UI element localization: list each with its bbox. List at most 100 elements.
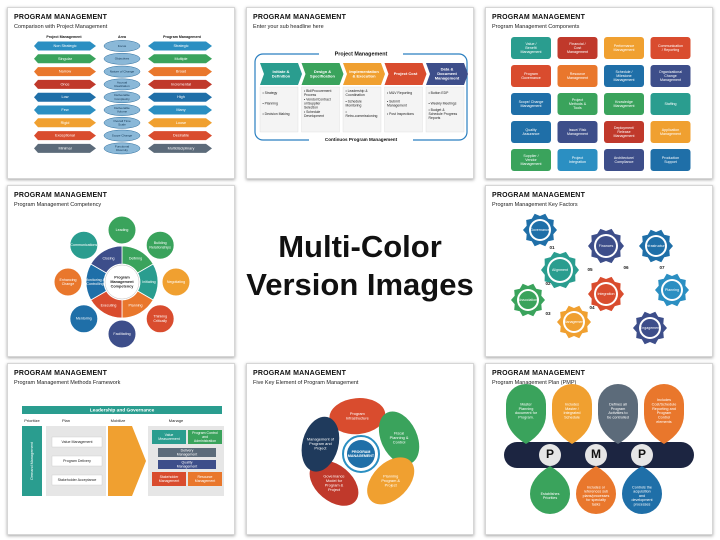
gear-number: 06 (623, 265, 629, 270)
top-drop-label: Program (611, 407, 626, 411)
vertical-label: Demand Management (30, 441, 34, 480)
column-title: Design & (314, 69, 331, 74)
gear-label: Management (564, 320, 585, 324)
top-drop-label: Defines all (609, 402, 627, 406)
area-label: Diversity (116, 148, 128, 152)
tile-components[interactable]: PROGRAM MANAGEMENT Program Management Co… (485, 7, 713, 179)
component-label: Issue/ Risk (569, 128, 587, 132)
petal-label: Infrastructure (346, 415, 369, 420)
tile-title: PROGRAM MANAGEMENT (253, 14, 347, 21)
outer-label: Relationships (149, 245, 171, 249)
plan-item-box (51, 436, 103, 448)
area-cylinder (103, 78, 141, 91)
column-body (425, 86, 465, 133)
gear-core (663, 281, 681, 299)
petal (329, 398, 386, 435)
left-arrow (34, 131, 96, 141)
petal-label: Project (328, 487, 341, 492)
column-head: Prioritize (24, 418, 40, 423)
gear-core (596, 236, 616, 256)
plan-item-box (51, 474, 103, 486)
area-label: Deliverable (114, 106, 130, 110)
column-item: • Button EDP (429, 91, 450, 95)
component-label: Management (567, 50, 588, 54)
column-item: • Planning (263, 101, 278, 105)
component-box (557, 37, 598, 59)
outer-bubble (107, 215, 137, 245)
component-label: Release (617, 130, 630, 134)
gear-label: Infrastructure (645, 244, 666, 248)
center-label: MANAGEMENT (348, 454, 375, 458)
tile-subtitle: Program Management Components (492, 24, 580, 30)
component-box (511, 149, 551, 171)
area-label: Volume (117, 110, 128, 114)
component-label: Management (660, 78, 681, 82)
tile-subtitle: Program Management Competency (14, 202, 102, 208)
column-item: Process (304, 93, 317, 97)
area-label: Complexity (114, 97, 130, 101)
area-label: Overall Time (113, 119, 131, 123)
outer-label: Thinking (153, 315, 167, 319)
area-label: Nature of Change (110, 69, 135, 73)
tile-pmp[interactable]: PROGRAM MANAGEMENT Program Management Pl… (485, 363, 713, 535)
outer-bubble (145, 230, 175, 260)
top-drop (598, 384, 638, 444)
right-value: Multidisciplinary (168, 146, 195, 150)
component-box (604, 65, 644, 87)
column-body (384, 86, 423, 133)
manage-item: Program Control (192, 431, 218, 435)
column-item: • Leadership & (346, 89, 369, 93)
left-value: Once (60, 82, 69, 86)
tile-title: PROGRAM MANAGEMENT (14, 370, 108, 377)
inner-segment (90, 245, 123, 274)
tile-process[interactable]: PROGRAM MANAGEMENT Enter your sub headli… (246, 7, 474, 179)
column-head: Mobilize (111, 418, 126, 423)
tile-comparison[interactable]: PROGRAM MANAGEMENT Comparison with Proje… (7, 7, 235, 179)
tile-title: PROGRAM MANAGEMENT (14, 14, 108, 21)
area-cylinder (103, 142, 141, 155)
gear-label: Alignment (552, 268, 568, 272)
component-box (511, 37, 551, 59)
left-header: Project Management (46, 35, 82, 39)
right-arrow (148, 41, 212, 51)
manage-item-box (152, 472, 186, 486)
letter: M (591, 447, 601, 461)
column-body (301, 86, 340, 133)
gear-core (549, 259, 571, 281)
tile-subtitle: Program Management Methods Framework (14, 380, 121, 386)
bottom-drop-label: acquisition (633, 490, 650, 494)
left-arrow (34, 92, 96, 102)
petal-label: Project (385, 482, 398, 487)
component-box (557, 93, 598, 115)
left-arrow (34, 118, 96, 128)
outer-bubble (107, 319, 137, 349)
tile-competency[interactable]: PROGRAM MANAGEMENT Program Management Co… (7, 185, 235, 357)
column-header (343, 63, 385, 85)
component-label: Financial / (569, 42, 585, 46)
bottom-drop-label: for specialty (586, 498, 606, 502)
top-drop-label: Schedule (564, 416, 580, 420)
area-label: Functional (115, 144, 130, 148)
outer-label: Change (62, 282, 75, 286)
gear-number: 02 (545, 281, 551, 286)
tile-title: PROGRAM MANAGEMENT (14, 192, 108, 199)
tile-key-factors[interactable]: PROGRAM MANAGEMENT Program Management Ke… (485, 185, 713, 357)
right-arrow (148, 143, 212, 153)
left-arrow (34, 79, 96, 89)
mobilize-arrow (108, 426, 146, 496)
top-drop-label: Cost/Schedule (652, 402, 677, 406)
column-item: • Bid/Procurement (304, 89, 331, 93)
center-label: PROGRAM (352, 450, 371, 454)
letter-circle (539, 444, 561, 466)
column-item: • Budget & (429, 108, 446, 112)
tile-methods-framework[interactable]: PROGRAM MANAGEMENT Program Management Me… (7, 363, 235, 535)
tile-title: PROGRAM MANAGEMENT (492, 370, 586, 377)
outer-label: Negotiating (167, 280, 185, 284)
component-label: Management (614, 48, 635, 52)
component-label: Milestone (616, 74, 631, 78)
gear-label: Integration (598, 292, 615, 296)
tile-five-elements[interactable]: PROGRAM MANAGEMENT Five Key Element of P… (246, 363, 474, 535)
petal (309, 460, 359, 506)
